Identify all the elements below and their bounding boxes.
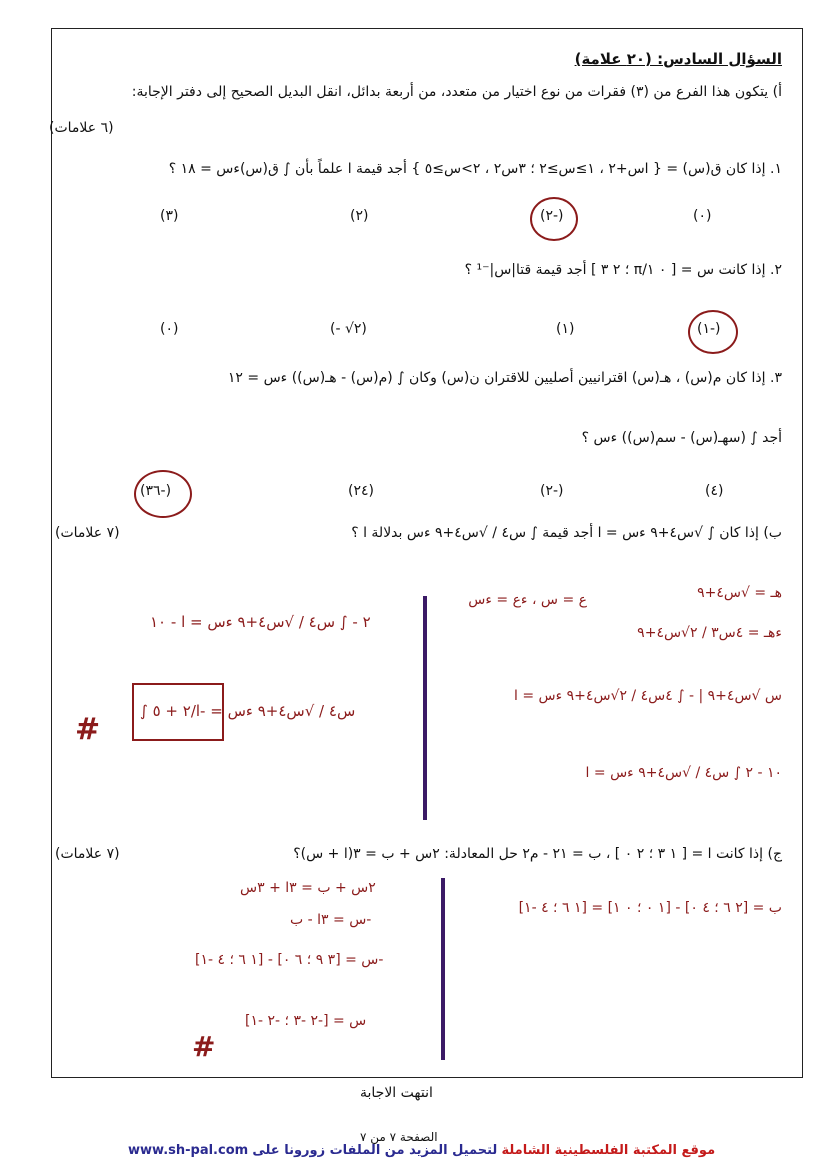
hw-b-right-1: هـ = √س٤+٩ — [697, 585, 782, 601]
part-a-marks: (٦ علامات) — [49, 120, 114, 136]
hw-b-left-1: ٢ - ∫ س٤ / √س٤+٩ ءس = ا - ١٠ — [150, 613, 371, 631]
q3-option: (٢-) — [540, 483, 564, 499]
q3-text: ٣. إذا كان م(س) ، هـ(س) اقترانيين أصليين… — [227, 370, 782, 386]
hw-b-left-2: ∫ س٤ / √س٤+٩ ءس = -ا/٢ + ٥ — [140, 702, 356, 720]
page-number: الصفحة ٧ من ٧ — [360, 1130, 438, 1144]
q2-option: (٠) — [160, 321, 179, 337]
divider-line — [423, 596, 427, 820]
answer-circle — [688, 310, 738, 354]
hw-b-right-2: ءهـ = ٤س٣ / ٢√س٤+٩ — [637, 625, 782, 641]
hw-c-right: ب = [٢ ٦ ؛ ٤ ٠] - [١ ٠ ؛ ٠ ١] = [١ ٦ ؛ ٤… — [518, 900, 782, 916]
part-b-text: ب) إذا كان ∫ √س٤+٩ ءس = ا أجد قيمة ∫ س٤ … — [351, 525, 782, 541]
hw-c-left-4: س = [-٢ -٣ ؛ -٢ -١] — [245, 1013, 367, 1029]
q2-text: ٢. إذا كانت س = [ ٠ ١/π ؛ ٢ ٣ ] أجد قيمة… — [464, 262, 782, 278]
q1-option: (٢) — [350, 208, 369, 224]
q2-option: (١) — [556, 321, 575, 337]
q3-option: (٢٤) — [348, 483, 374, 499]
answer-sheet-frame — [51, 28, 803, 1078]
footer-prefix: لتحميل المزيد من الملفات زورونا على — [252, 1143, 498, 1158]
q2-option: (- √٢) — [330, 321, 367, 337]
hw-c-left-2: -س = ٣ا - ب — [290, 912, 372, 928]
q1-text: ١. إذا كان ق(س) = { اس+٢ ، ١≥س≥٢ ؛ ٣س٢ ،… — [168, 161, 782, 177]
answer-circle — [134, 470, 192, 518]
part-c-text: ج) إذا كانت ا = [ ١ ٣ ؛ ٢ ٠ ] ، ب = ٢١ -… — [293, 846, 782, 862]
answer-circle — [530, 197, 578, 241]
hash-mark: # — [75, 712, 101, 747]
q1-option: (٠) — [693, 208, 712, 224]
divider-line — [441, 878, 445, 1060]
hw-b-right-5: ١٠ - ٢ ∫ س٤ / √س٤+٩ ءس = ا — [585, 765, 782, 781]
footer: www.sh-pal.com موقع المكتبة الفلسطينية ا… — [128, 1143, 715, 1158]
q1-option: (٣) — [160, 208, 179, 224]
hw-c-left-3: -س = [٣ ٩ ؛ ٦ ٠] - [١ ٦ ؛ ٤ -١] — [195, 952, 384, 968]
q3-text2: أجد ∫ (سهـ(س) - سم(س)) ءس ؟ — [581, 430, 782, 446]
question-title: السؤال السادس: (٢٠ علامة) — [574, 50, 782, 68]
end-text: انتهت الاجابة — [360, 1085, 433, 1101]
part-b-marks: (٧ علامات) — [55, 525, 120, 541]
footer-url[interactable]: www.sh-pal.com — [128, 1143, 249, 1158]
part-a-intro: أ) يتكون هذا الفرع من (٣) فقرات من نوع ا… — [131, 84, 782, 100]
hw-b-right-4: س √س٤+٩ | - ∫ ٤س٤ / ٢√س٤+٩ ءس = ا — [513, 688, 782, 704]
footer-site-name[interactable]: موقع المكتبة الفلسطينية الشاملة — [501, 1143, 716, 1158]
hw-c-left-1: ٢س + ب = ٣ا + ٣س — [240, 880, 376, 896]
part-c-marks: (٧ علامات) — [55, 846, 120, 862]
q3-option: (٤) — [705, 483, 724, 499]
hw-b-right-3: ع = س ، ءع = ءس — [468, 592, 587, 608]
hash-mark: # — [192, 1030, 216, 1063]
answer-box — [132, 683, 224, 741]
